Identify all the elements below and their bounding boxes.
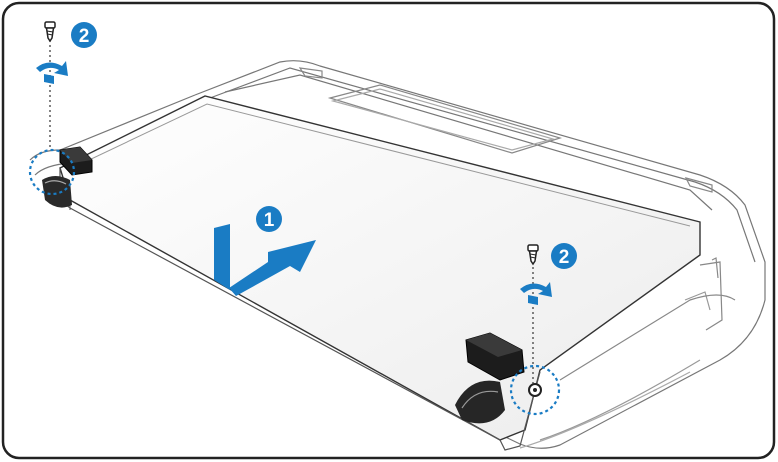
- step-number: 2: [79, 26, 90, 47]
- screw-icon: [527, 244, 539, 266]
- rotate-arrow-icon: [36, 61, 68, 84]
- battery-latch-right: [455, 332, 525, 424]
- step-number: 2: [559, 247, 570, 268]
- step-number: 1: [264, 210, 275, 231]
- battery-latch-left: [42, 146, 93, 208]
- slide-arrow-icon: [214, 224, 316, 296]
- step-badge-1: 1: [256, 206, 282, 232]
- step-badge-2-left: 2: [71, 22, 97, 48]
- dotted-highlight-circle-right: [509, 364, 561, 416]
- dotted-highlight-circle-left: [28, 148, 76, 196]
- rotate-arrow-icon: [520, 282, 552, 305]
- step-badge-2-right: 2: [551, 243, 577, 269]
- screw-icon: [44, 21, 56, 43]
- laptop-underside: [29, 60, 766, 449]
